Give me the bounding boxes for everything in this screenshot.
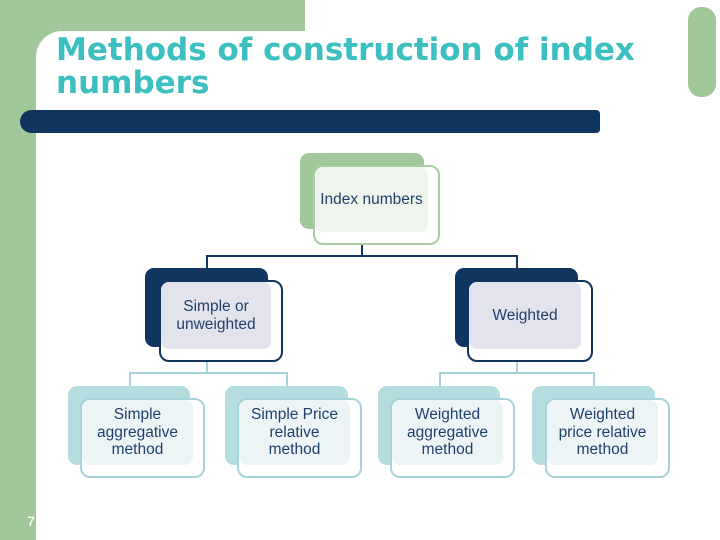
node-simple-unweighted-box: Simple or unweighted [159, 280, 283, 362]
slide-title: Methods of construction of index numbers [56, 32, 635, 102]
connector-root-trunk [361, 242, 363, 257]
title-underline-bar [20, 110, 600, 133]
node-weighted-price-relative-panel: Weighted price relative method [547, 400, 658, 465]
connector-drop-simple [206, 255, 208, 270]
node-weighted-price-relative-label: Weighted price relative method [558, 406, 647, 459]
node-weighted-box: Weighted [467, 280, 593, 362]
connector-drop-simple-aggregative [129, 372, 131, 388]
node-weighted-aggregative-panel: Weighted aggregative method [392, 400, 503, 465]
connector-stub-weighted [516, 360, 518, 374]
node-simple-price-relative-panel: Simple Price relative method [239, 400, 350, 465]
node-simple-price-relative-label: Simple Price relative method [251, 406, 338, 459]
connector-stub-simple [206, 360, 208, 374]
node-simple-aggregative-panel: Simple aggregative method [82, 400, 193, 465]
connector-drop-simple-price-relative [286, 372, 288, 388]
node-weighted-aggregative-label: Weighted aggregative method [406, 406, 488, 459]
node-weighted-panel: Weighted [469, 282, 581, 349]
node-simple-aggregative-box: Simple aggregative method [80, 398, 205, 478]
connector-drop-weighted-aggregative [439, 372, 441, 388]
node-simple-unweighted-label: Simple or unweighted [176, 298, 256, 333]
connector-weighted-horizontal [439, 372, 595, 374]
node-index-numbers-box: Index numbers [313, 165, 440, 245]
node-simple-price-relative-box: Simple Price relative method [237, 398, 362, 478]
connector-drop-weighted-price-relative [593, 372, 595, 388]
node-simple-aggregative-label: Simple aggregative method [96, 406, 178, 459]
left-green-sidebar [0, 0, 36, 540]
node-weighted-aggregative-box: Weighted aggregative method [390, 398, 515, 478]
top-right-green-accent [688, 7, 716, 97]
connector-level2-horizontal [206, 255, 518, 257]
node-weighted-price-relative-box: Weighted price relative method [545, 398, 670, 478]
connector-drop-weighted [516, 255, 518, 270]
page-number: 7 [27, 513, 35, 529]
node-index-numbers-panel: Index numbers [315, 167, 428, 232]
connector-simple-horizontal [129, 372, 288, 374]
node-weighted-label: Weighted [492, 306, 558, 324]
node-simple-unweighted-panel: Simple or unweighted [161, 282, 271, 349]
node-index-numbers-label: Index numbers [320, 190, 423, 208]
